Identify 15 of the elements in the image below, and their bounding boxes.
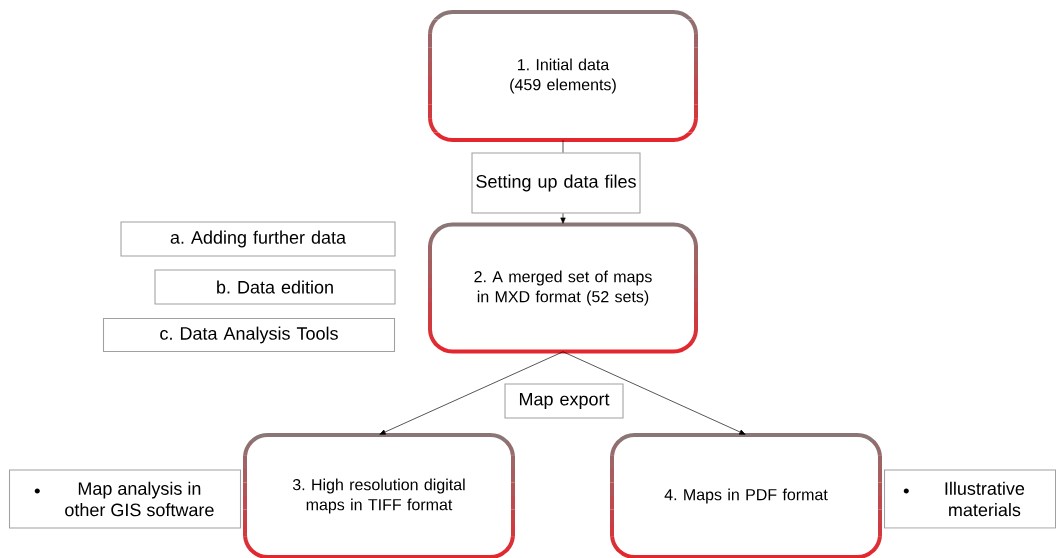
process-box: 2. A merged set of maps in MXD format (52 sets) [428,222,698,354]
text-box: b. Data edition [154,269,396,305]
process-box: 4. Maps in PDF format [610,433,882,558]
note-box: Illustrative materials [883,469,1056,529]
arrow [379,351,564,435]
arrow [560,213,566,224]
text-box: Setting up data files [471,152,641,214]
text-box: a. Adding further data [120,221,396,257]
text-box: Map export [504,383,624,419]
arrow [562,351,746,435]
note-box: Map analysis in other GIS software [8,469,242,529]
connector-line [562,139,564,153]
process-box: 3. High resolution digital maps in TIFF format [243,433,515,558]
text-box: c. Data Analysis Tools [102,317,396,353]
process-box: 1. Initial data (459 elements) [428,10,698,142]
